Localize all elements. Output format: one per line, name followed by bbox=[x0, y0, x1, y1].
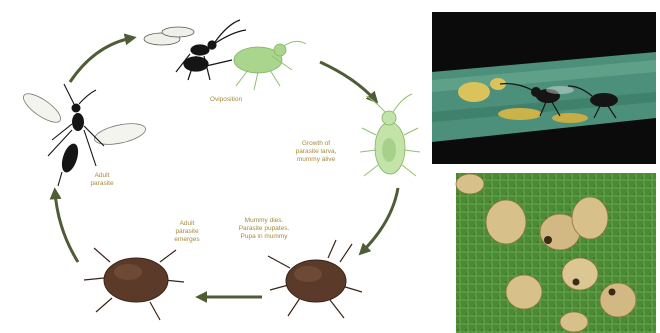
adult-parasite-illustration bbox=[19, 84, 147, 186]
photo-aphid-mummies bbox=[456, 173, 656, 333]
label-oviposition: Oviposition bbox=[196, 96, 256, 104]
oviposition-illustration bbox=[144, 20, 306, 90]
arrow-adult-to-oviposition bbox=[70, 38, 132, 82]
wasp-ovipositing bbox=[144, 20, 246, 80]
label-larva-growth: Growth of parasite larva, mummy alive bbox=[280, 140, 352, 164]
mummy-emergence-illustration bbox=[84, 248, 184, 320]
aphid-with-larva-illustration bbox=[360, 94, 420, 176]
arrow-emerges-to-adult bbox=[55, 192, 78, 262]
photo-wasp-on-aphids bbox=[432, 12, 656, 164]
arrow-larva-to-mummy bbox=[362, 188, 398, 252]
arrow-oviposition-to-larva bbox=[320, 62, 375, 100]
mummy-with-pupa-illustration bbox=[268, 240, 362, 318]
label-mummy-pupa: Mummy dies. Parasite pupates. Pupa in mu… bbox=[226, 217, 302, 241]
label-adult-parasite: Adult parasite bbox=[80, 172, 124, 188]
label-adult-emerges: Adult parasite emerges bbox=[160, 220, 214, 244]
green-aphid-host bbox=[234, 41, 306, 90]
